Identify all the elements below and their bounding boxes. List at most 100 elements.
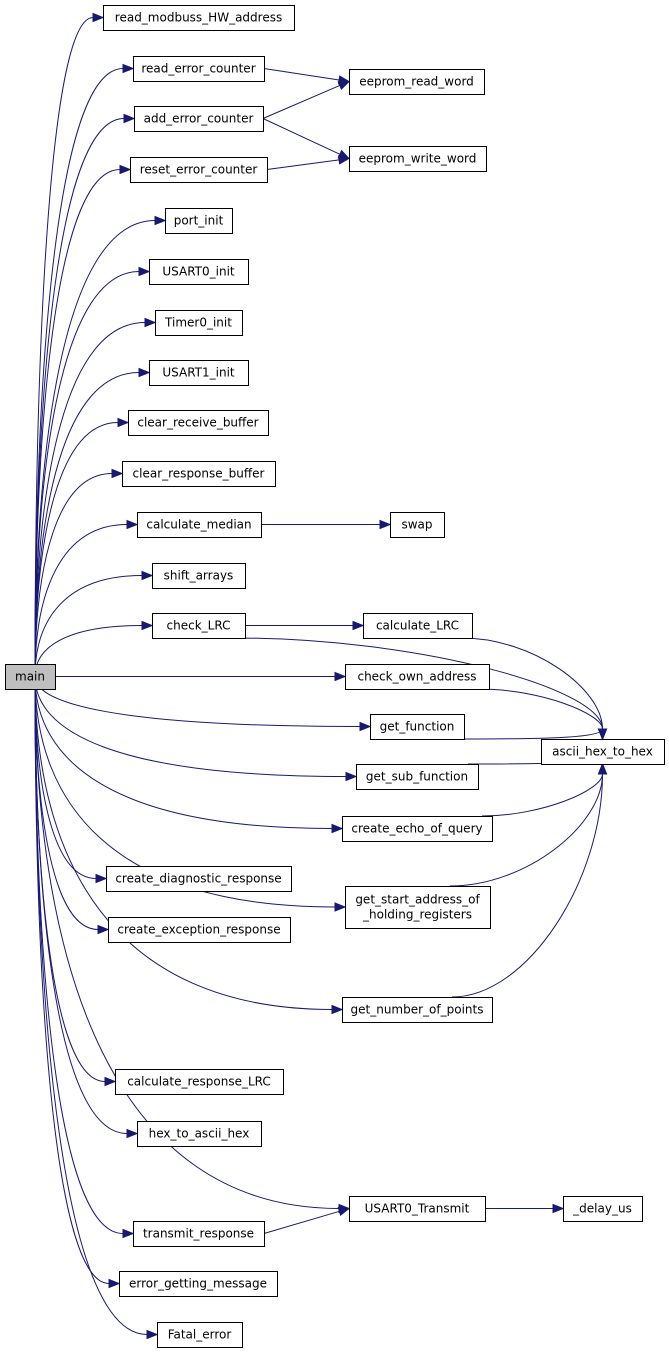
node-read-error-counter[interactable]: read_error_counter xyxy=(133,56,265,82)
node-box xyxy=(157,1322,243,1348)
arrowhead xyxy=(126,519,139,530)
node-get-start-address-of-holding-registers[interactable]: get_start_address_of_holding_registers xyxy=(345,886,491,929)
node-fatal-error[interactable]: Fatal_error xyxy=(157,1322,243,1348)
edge-line xyxy=(34,473,113,677)
node-label: add_error_counter xyxy=(144,112,254,126)
edge-line xyxy=(34,575,143,677)
edge-line xyxy=(262,84,341,119)
edge-line xyxy=(34,676,106,1082)
edge-usart0-transmit-to-delay-us xyxy=(485,1203,565,1214)
node-box xyxy=(165,208,233,234)
arrowhead xyxy=(334,671,347,682)
edge-create-echo-of-query-to-ascii-hex-to-hex xyxy=(481,762,608,817)
node-label: reset_error_counter xyxy=(140,163,258,177)
node-port-init[interactable]: port_init xyxy=(165,208,233,234)
edge-line xyxy=(34,676,110,1284)
node-usart1-init[interactable]: USART1_init xyxy=(149,360,249,386)
edge-main-to-get-start-address-of-holding-registers xyxy=(34,676,347,912)
edge-main-to-read-modbuss-hw-address xyxy=(34,12,105,677)
node-create-diagnostic-response[interactable]: create_diagnostic_response xyxy=(106,866,292,892)
node-add-error-counter[interactable]: add_error_counter xyxy=(134,106,264,132)
node-shift-arrays[interactable]: shift_arrays xyxy=(152,563,246,589)
edge-main-to-get-function xyxy=(34,676,372,732)
node-clear-response-buffer[interactable]: clear_response_buffer xyxy=(122,461,276,487)
edge-main-to-get-number-of-points xyxy=(34,676,344,1015)
node-box xyxy=(130,157,268,183)
arrowhead xyxy=(104,1076,117,1087)
node-eeprom-write-word[interactable]: eeprom_write_word xyxy=(349,146,487,172)
edge-line xyxy=(34,118,125,677)
edge-main-to-reset-error-counter xyxy=(34,164,132,677)
node-clear-receive-buffer[interactable]: clear_receive_buffer xyxy=(128,410,269,436)
edge-main-to-read-error-counter xyxy=(34,63,135,677)
node-ascii-hex-to-hex[interactable]: ascii_hex_to_hex xyxy=(541,739,665,765)
node-timer0-init[interactable]: Timer0_init xyxy=(155,310,243,336)
edge-line xyxy=(34,17,94,677)
node-reset-error-counter[interactable]: reset_error_counter xyxy=(130,157,268,183)
node-get-sub-function[interactable]: get_sub_function xyxy=(356,764,479,790)
node-read-modbuss-hw-address[interactable]: read_modbuss_HW_address xyxy=(103,5,295,31)
node-label: USART0_Transmit xyxy=(365,1202,470,1216)
arrowhead xyxy=(138,367,151,378)
node-label: _delay_us xyxy=(572,1202,632,1216)
edge-line xyxy=(34,676,347,777)
node-usart0-transmit[interactable]: USART0_Transmit xyxy=(349,1196,486,1222)
node-label: USART1_init xyxy=(162,366,235,380)
node-transmit-response[interactable]: transmit_response xyxy=(133,1221,265,1247)
edge-main-to-get-sub-function xyxy=(34,676,358,782)
node-hex-to-ascii-hex[interactable]: hex_to_ascii_hex xyxy=(137,1121,262,1147)
node-label: swap xyxy=(401,518,432,532)
arrowhead xyxy=(123,113,136,124)
arrowhead xyxy=(352,620,365,631)
node-create-echo-of-query[interactable]: create_echo_of_query xyxy=(342,816,493,842)
node-calculate-median[interactable]: calculate_median xyxy=(137,512,262,538)
edge-get-number-of-points-to-ascii-hex-to-hex xyxy=(451,762,608,998)
edge-main-to-hex-to-ascii-hex xyxy=(34,676,139,1139)
node-main[interactable]: main xyxy=(5,664,56,690)
node-box xyxy=(133,1221,265,1247)
node-box xyxy=(128,410,269,436)
node-usart0-init[interactable]: USART0_init xyxy=(149,259,249,285)
node-box xyxy=(349,1196,486,1222)
node-swap[interactable]: swap xyxy=(390,512,445,538)
node-label: Timer0_init xyxy=(164,316,232,330)
edge-line xyxy=(461,637,603,730)
node-calculate-lrc[interactable]: calculate_LRC xyxy=(363,613,473,639)
node-box xyxy=(349,146,487,172)
arrowhead xyxy=(331,823,344,834)
node-label: eeprom_write_word xyxy=(359,152,477,166)
node-eeprom-read-word[interactable]: eeprom_read_word xyxy=(349,69,485,95)
edge-read-error-counter-to-eeprom-read-word xyxy=(263,68,351,85)
node-error-getting-message[interactable]: error_getting_message xyxy=(119,1271,278,1297)
node-get-function[interactable]: get_function xyxy=(370,714,465,740)
node-label: create_exception_response xyxy=(117,923,280,937)
node-check-own-address[interactable]: check_own_address xyxy=(345,664,490,690)
edge-line xyxy=(34,676,333,1010)
node-delay-us[interactable]: _delay_us xyxy=(563,1196,643,1222)
node-box xyxy=(133,56,265,82)
node-check-lrc[interactable]: check_LRC xyxy=(152,613,246,639)
node-label: clear_response_buffer xyxy=(133,467,265,481)
edge-main-to-error-getting-message xyxy=(34,676,121,1289)
edge-line xyxy=(34,676,128,1134)
node-label: create_echo_of_query xyxy=(351,822,482,836)
node-label: transmit_response xyxy=(143,1227,254,1241)
node-box xyxy=(345,886,491,929)
edge-line xyxy=(34,676,361,727)
node-box xyxy=(356,764,479,790)
node-box xyxy=(115,1069,284,1095)
arrowhead xyxy=(95,873,108,884)
node-calculate-response-lrc[interactable]: calculate_response_LRC xyxy=(115,1069,284,1095)
edge-line xyxy=(34,524,128,677)
arrowhead xyxy=(141,620,154,631)
node-label: eeprom_read_word xyxy=(359,75,474,89)
edge-main-to-create-echo-of-query xyxy=(34,676,344,834)
node-label: port_init xyxy=(174,214,224,228)
arrowhead xyxy=(337,155,351,165)
edge-line xyxy=(478,688,603,730)
node-box xyxy=(134,106,264,132)
edge-line xyxy=(263,68,340,81)
node-create-exception-response[interactable]: create_exception_response xyxy=(108,917,291,943)
edge-line xyxy=(481,773,603,817)
node-get-number-of-points[interactable]: get_number_of_points xyxy=(342,997,493,1023)
